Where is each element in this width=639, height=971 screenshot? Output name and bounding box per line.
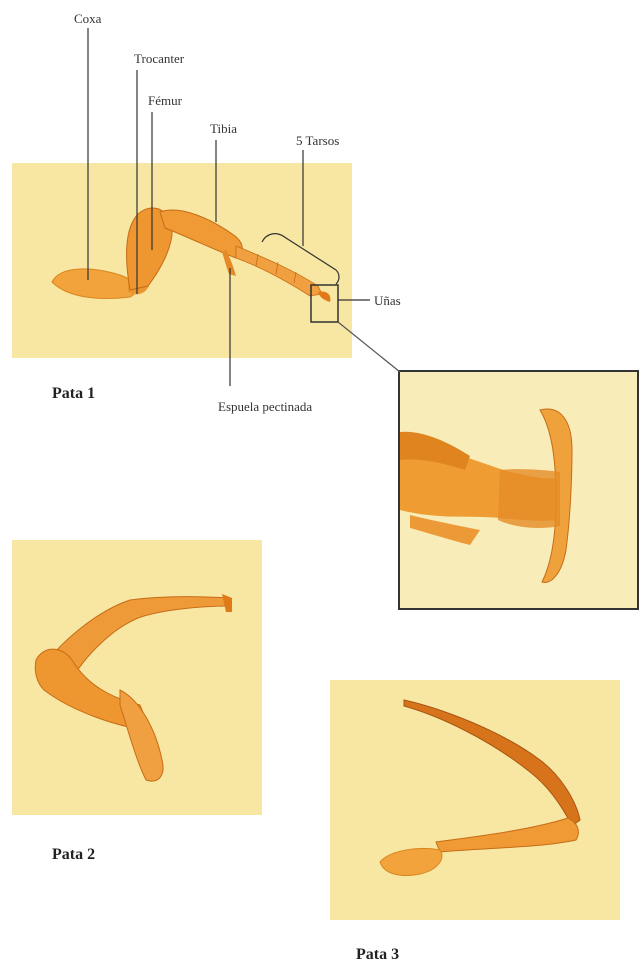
trocanter-label: Trocanter [134, 52, 184, 65]
claw-zoom-image [400, 409, 572, 582]
pata-1-caption: Pata 1 [52, 385, 95, 403]
unas-label: Uñas [374, 294, 401, 307]
pata-1-leg [52, 208, 330, 302]
tibia-label: Tibia [210, 122, 237, 135]
femur-label: Fémur [148, 94, 182, 107]
espuela-label: Espuela pectinada [218, 400, 312, 413]
pata-2-leg [35, 594, 232, 781]
coxa-label: Coxa [74, 12, 101, 25]
pata-3-leg [380, 700, 580, 876]
tarsos-label: 5 Tarsos [296, 134, 339, 147]
pata-3-caption: Pata 3 [356, 946, 399, 964]
leader-lines [88, 28, 370, 386]
zoom-connector-line [338, 322, 400, 372]
pata-2-caption: Pata 2 [52, 846, 95, 864]
